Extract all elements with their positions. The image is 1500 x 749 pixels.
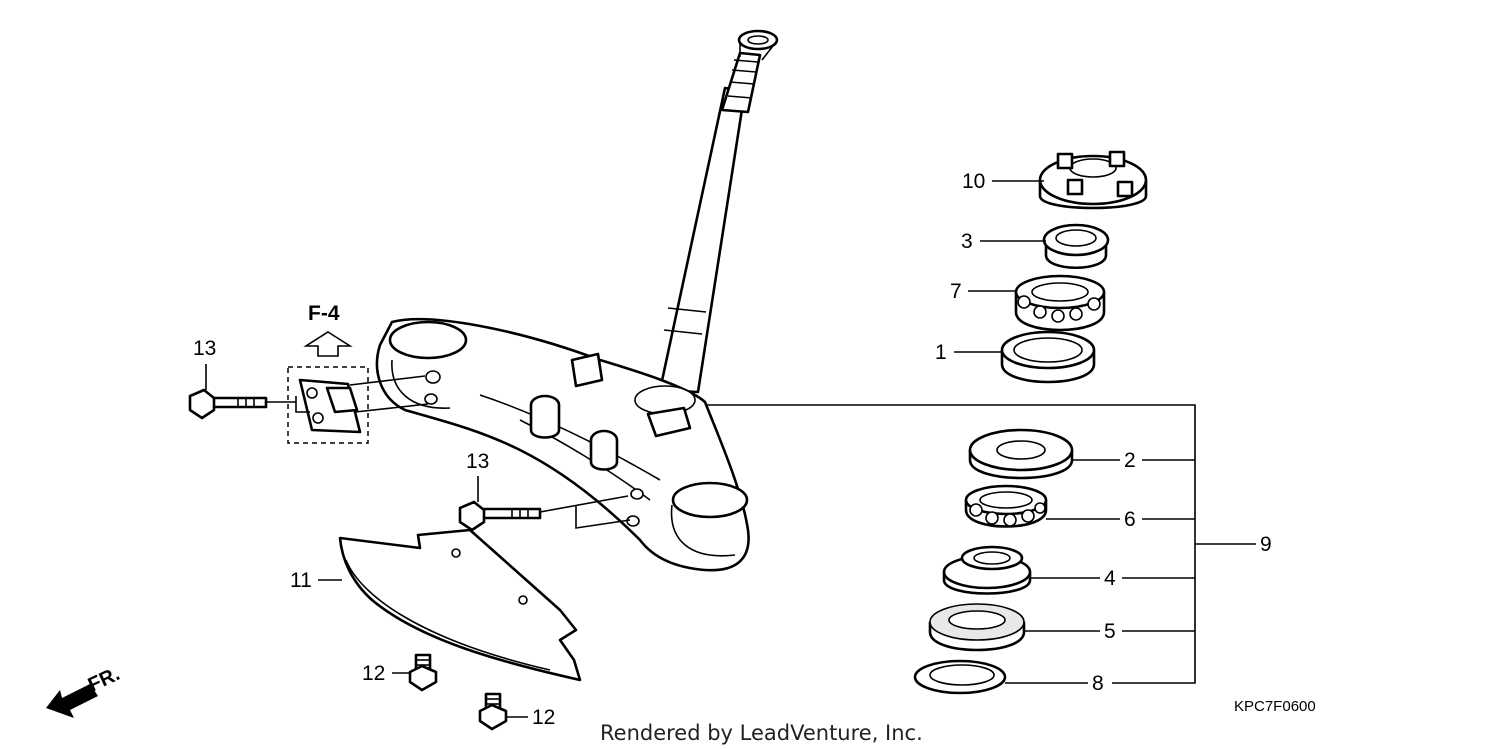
- callout-2: 2: [1124, 449, 1136, 472]
- bolt-12-lower: [478, 692, 508, 731]
- front-arrow-icon: [46, 684, 98, 718]
- callout-13-lower: 13: [466, 450, 489, 473]
- race-3: [1042, 223, 1110, 270]
- leader-lines: [205, 180, 1256, 718]
- callout-12-upper: 12: [362, 662, 385, 685]
- callout-10: 10: [962, 170, 985, 193]
- washer-8: [913, 659, 1007, 695]
- steering-stem-bridge: [375, 317, 750, 572]
- bolt-13-lower: [458, 495, 631, 532]
- callout-9: 9: [1260, 533, 1272, 556]
- bolt-12-upper: [408, 653, 438, 692]
- callout-8: 8: [1092, 672, 1104, 695]
- callout-6: 6: [1124, 508, 1136, 531]
- up-arrow-icon: [303, 331, 353, 357]
- diagram-code: KPC7F0600: [1234, 698, 1316, 715]
- render-credit: Rendered by LeadVenture, Inc.: [600, 721, 923, 745]
- callout-3: 3: [961, 230, 973, 253]
- dust-seal-5: [928, 603, 1026, 652]
- callout-labels: 10 3 7 1 2 6 4 5 8 9 11 12 12 13 13: [193, 170, 1272, 729]
- bolt-13-upper: [188, 388, 296, 420]
- bearing-6: [964, 484, 1048, 528]
- callout-5: 5: [1104, 620, 1116, 643]
- reference-f4-label: F-4: [308, 302, 340, 325]
- callout-11: 11: [290, 569, 312, 592]
- lock-nut-10: [1038, 150, 1148, 210]
- callout-4: 4: [1104, 567, 1116, 590]
- front-direction-indicator: FR.: [46, 663, 123, 718]
- steering-stem-shaft: [658, 29, 779, 394]
- callout-1: 1: [935, 341, 947, 364]
- race-1: [1000, 330, 1096, 384]
- reference-f4: F-4: [303, 302, 353, 357]
- bearing-7: [1014, 274, 1106, 332]
- race-4: [942, 545, 1032, 595]
- callout-12-lower: 12: [532, 706, 555, 729]
- callout-13-upper: 13: [193, 337, 216, 360]
- race-2: [968, 428, 1074, 480]
- callout-7: 7: [950, 280, 962, 303]
- plate-11: [338, 528, 582, 682]
- mounting-bracket-f4: [287, 366, 429, 444]
